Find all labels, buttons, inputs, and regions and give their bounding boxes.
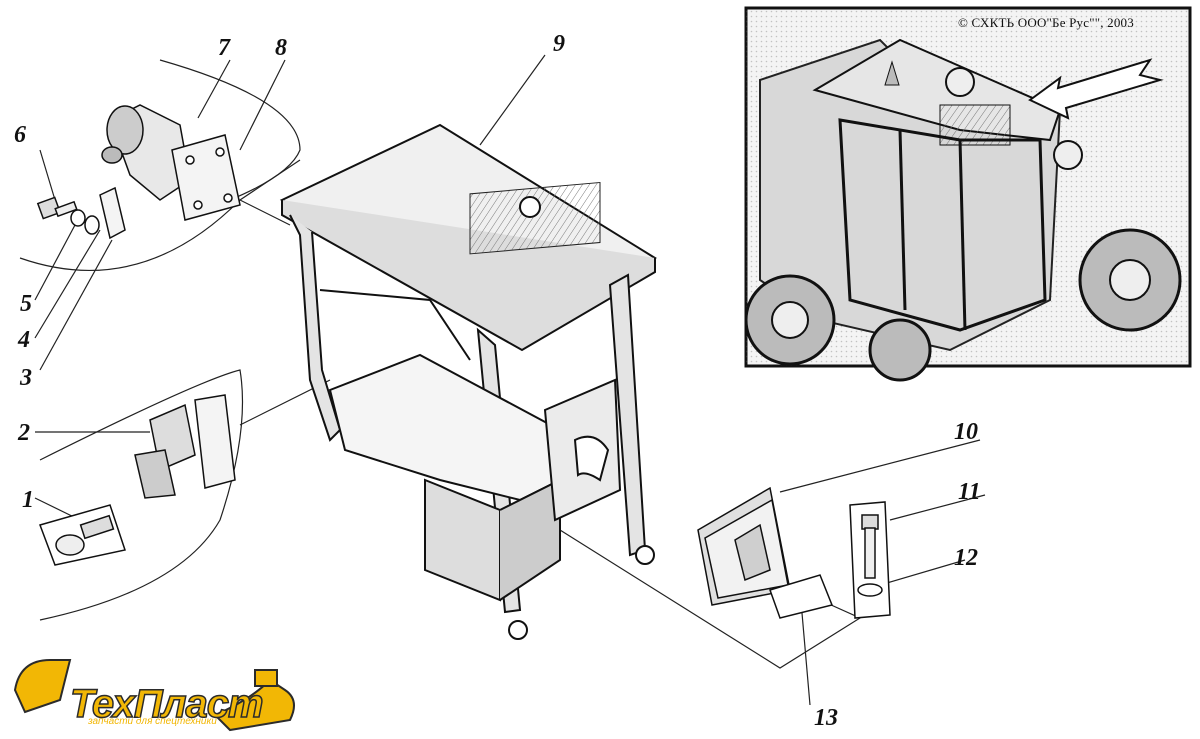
callout-12: 12 (954, 545, 978, 571)
seal-parts (697, 486, 891, 619)
inset-copyright: © СХКТЬ ООО"Бе Рус"", 2003 (958, 15, 1134, 30)
latch-parts (39, 394, 236, 566)
brand-logo-graphic (13, 659, 295, 732)
brand-name: ТехПласт (69, 681, 264, 727)
callout-4: 4 (18, 327, 30, 353)
callout-2: 2 (18, 420, 30, 446)
callout-6: 6 (14, 122, 26, 148)
mount-parts (36, 104, 241, 240)
callout-1: 1 (22, 487, 34, 513)
callout-11: 11 (958, 479, 981, 505)
callout-5: 5 (20, 291, 32, 317)
brand-tagline: запчасти для спецтехники (88, 716, 217, 727)
callout-8: 8 (275, 35, 287, 61)
callout-7: 7 (218, 35, 230, 61)
callout-3: 3 (20, 365, 32, 391)
cabin-frame (279, 123, 657, 640)
callout-10: 10 (954, 419, 978, 445)
inset-view (744, 6, 1192, 382)
callout-13: 13 (814, 705, 838, 731)
callout-9: 9 (553, 31, 565, 57)
